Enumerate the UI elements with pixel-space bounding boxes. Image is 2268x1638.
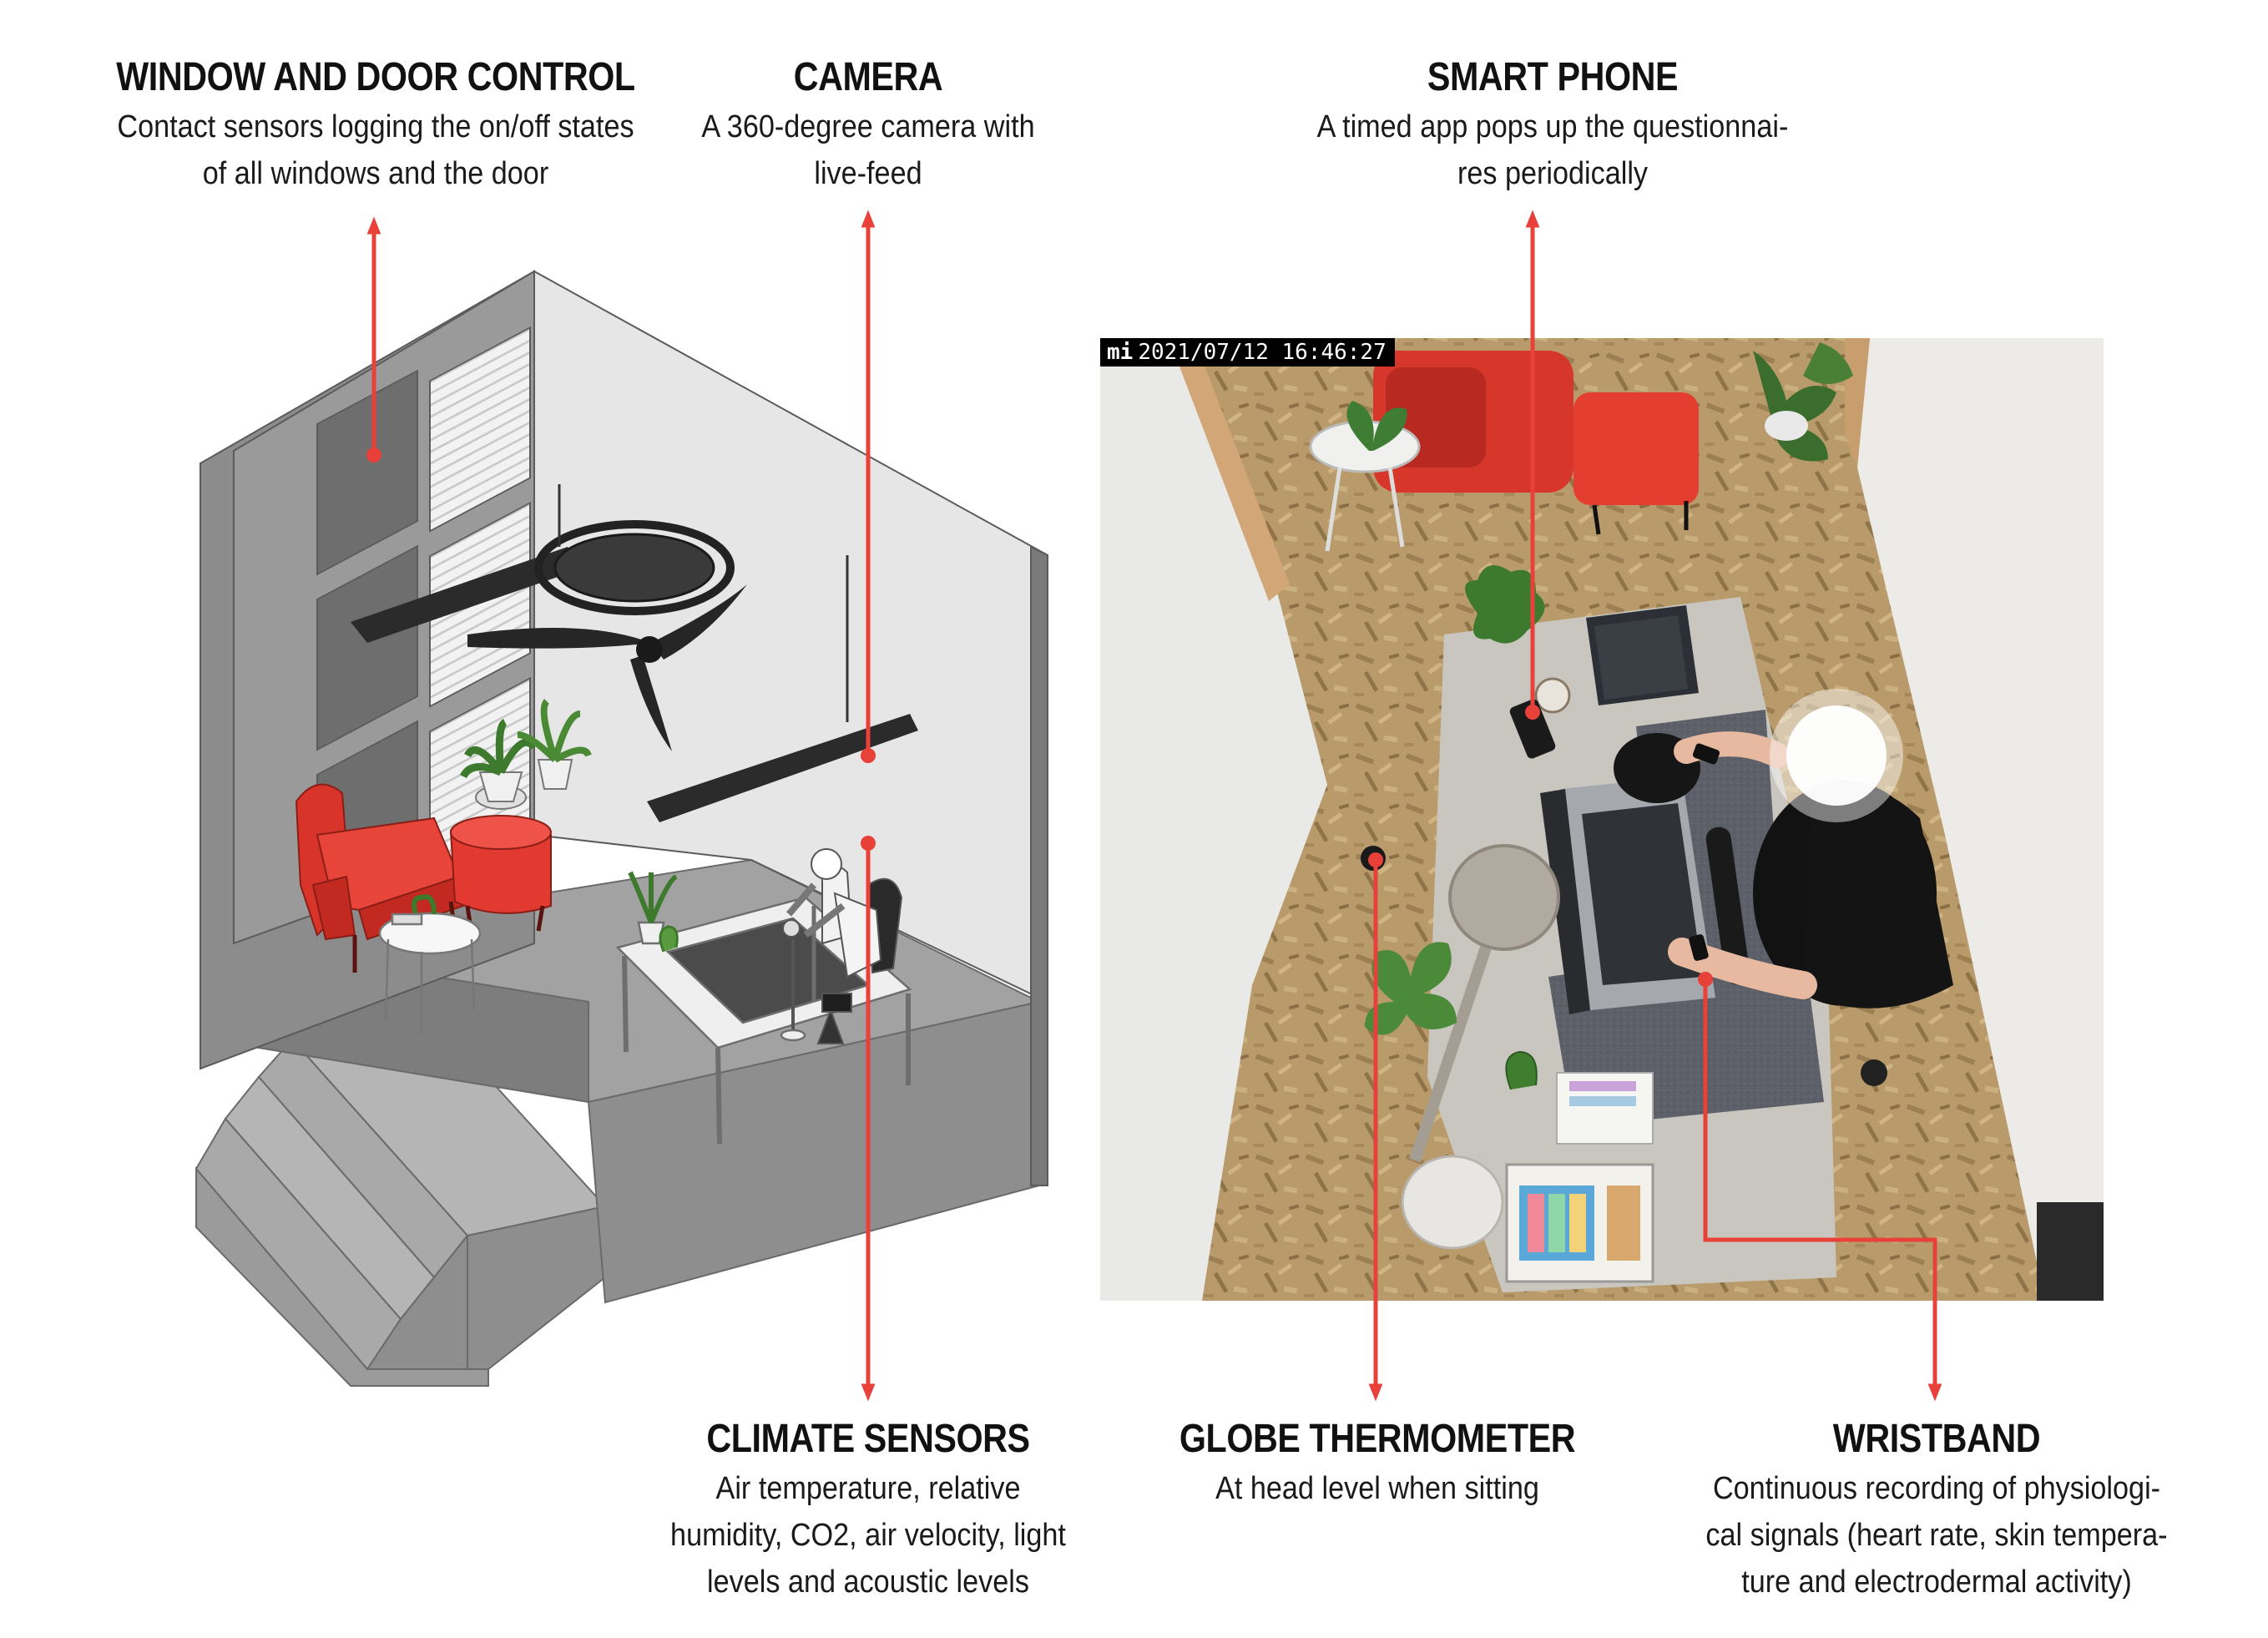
left-wall	[200, 270, 535, 1070]
globe-thermometer-point	[1368, 852, 1383, 867]
wristband-arrow	[1703, 979, 1942, 1402]
label-wristband: WRISTBAND Continuous recording of physio…	[1661, 1413, 2212, 1605]
wristband-description: Continuous recording of physiologi- cal …	[1705, 1471, 2168, 1600]
ceiling-fan-and-lights	[351, 484, 918, 822]
climate-sensors-point	[861, 836, 876, 851]
camera-brand-logo: mi	[1107, 340, 1134, 365]
camera-timestamp-text: 2021/07/12 16:46:27	[1138, 340, 1387, 365]
climate-sensors-title: CLIMATE SENSORS	[706, 1417, 1030, 1461]
camera-title: CAMERA	[793, 55, 943, 99]
label-globe-thermometer: GLOBE THERMOMETER At head level when sit…	[1135, 1413, 1619, 1512]
seated-person	[785, 848, 903, 1044]
globe-thermometer-title: GLOBE THERMOMETER	[1179, 1417, 1576, 1461]
label-camera: CAMERA A 360-degree camera with live-fee…	[659, 52, 1077, 197]
leader-lines	[366, 210, 1942, 1402]
globe-thermometer-description: At head level when sitting	[1215, 1471, 1539, 1506]
climate-sensors-description: Air temperature, relative humidity, CO2,…	[670, 1471, 1066, 1600]
isometric-room-illustration	[194, 270, 1048, 1387]
potted-plants	[459, 699, 592, 810]
window-door-description: Contact sensors logging the on/off state…	[117, 109, 634, 191]
stairs	[194, 1017, 607, 1387]
label-window-door-control: WINDOW AND DOOR CONTROL Contact sensors …	[67, 52, 684, 197]
window-door-point	[366, 447, 381, 463]
camera-description: A 360-degree camera with live-feed	[701, 109, 1035, 191]
window-door-title: WINDOW AND DOOR CONTROL	[116, 55, 635, 99]
camera-point	[861, 748, 876, 763]
label-smart-phone: SMART PHONE A timed app pops up the ques…	[1269, 52, 1836, 197]
wristband-point	[1698, 972, 1713, 987]
label-climate-sensors: CLIMATE SENSORS Air temperature, relativ…	[634, 1413, 1102, 1605]
smart-phone-description: A timed app pops up the questionnai- res…	[1316, 109, 1789, 191]
camera-photo	[1100, 338, 2104, 1301]
red-armchair	[295, 783, 552, 973]
smart-phone-title: SMART PHONE	[1427, 55, 1679, 99]
wristband-title: WRISTBAND	[1832, 1417, 2041, 1461]
side-table	[378, 894, 482, 1035]
smart-phone-point	[1525, 705, 1540, 720]
